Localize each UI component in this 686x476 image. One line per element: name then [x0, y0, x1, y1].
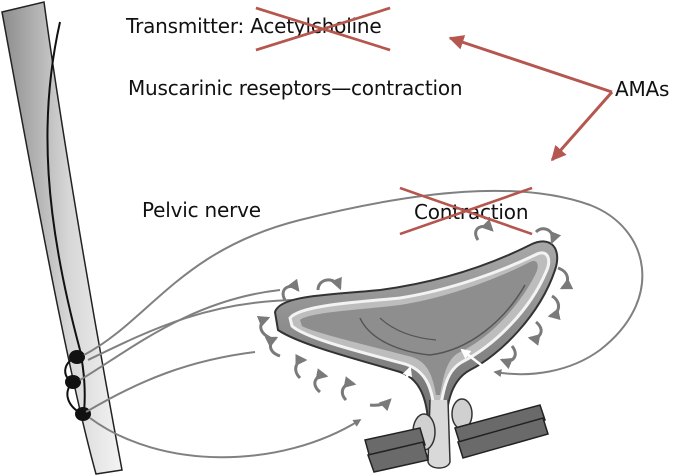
transmitter-label: Transmitter: Acetylcholine	[126, 14, 382, 38]
ama-arrow-to-contraction	[552, 92, 612, 160]
receptors-label: Muscarinic reseptors—contraction	[128, 76, 462, 100]
ama-arrows	[450, 38, 612, 160]
transmitter-name: Acetylcholine	[250, 14, 381, 38]
spinal-cord	[2, 2, 122, 474]
pelvic-nerve-label: Pelvic nerve	[142, 198, 261, 222]
amas-label: AMAs	[615, 77, 669, 101]
transmitter-prefix: Transmitter:	[126, 14, 250, 38]
contraction-label: Contraction	[414, 200, 528, 224]
ama-arrow-to-transmitter	[450, 38, 612, 92]
